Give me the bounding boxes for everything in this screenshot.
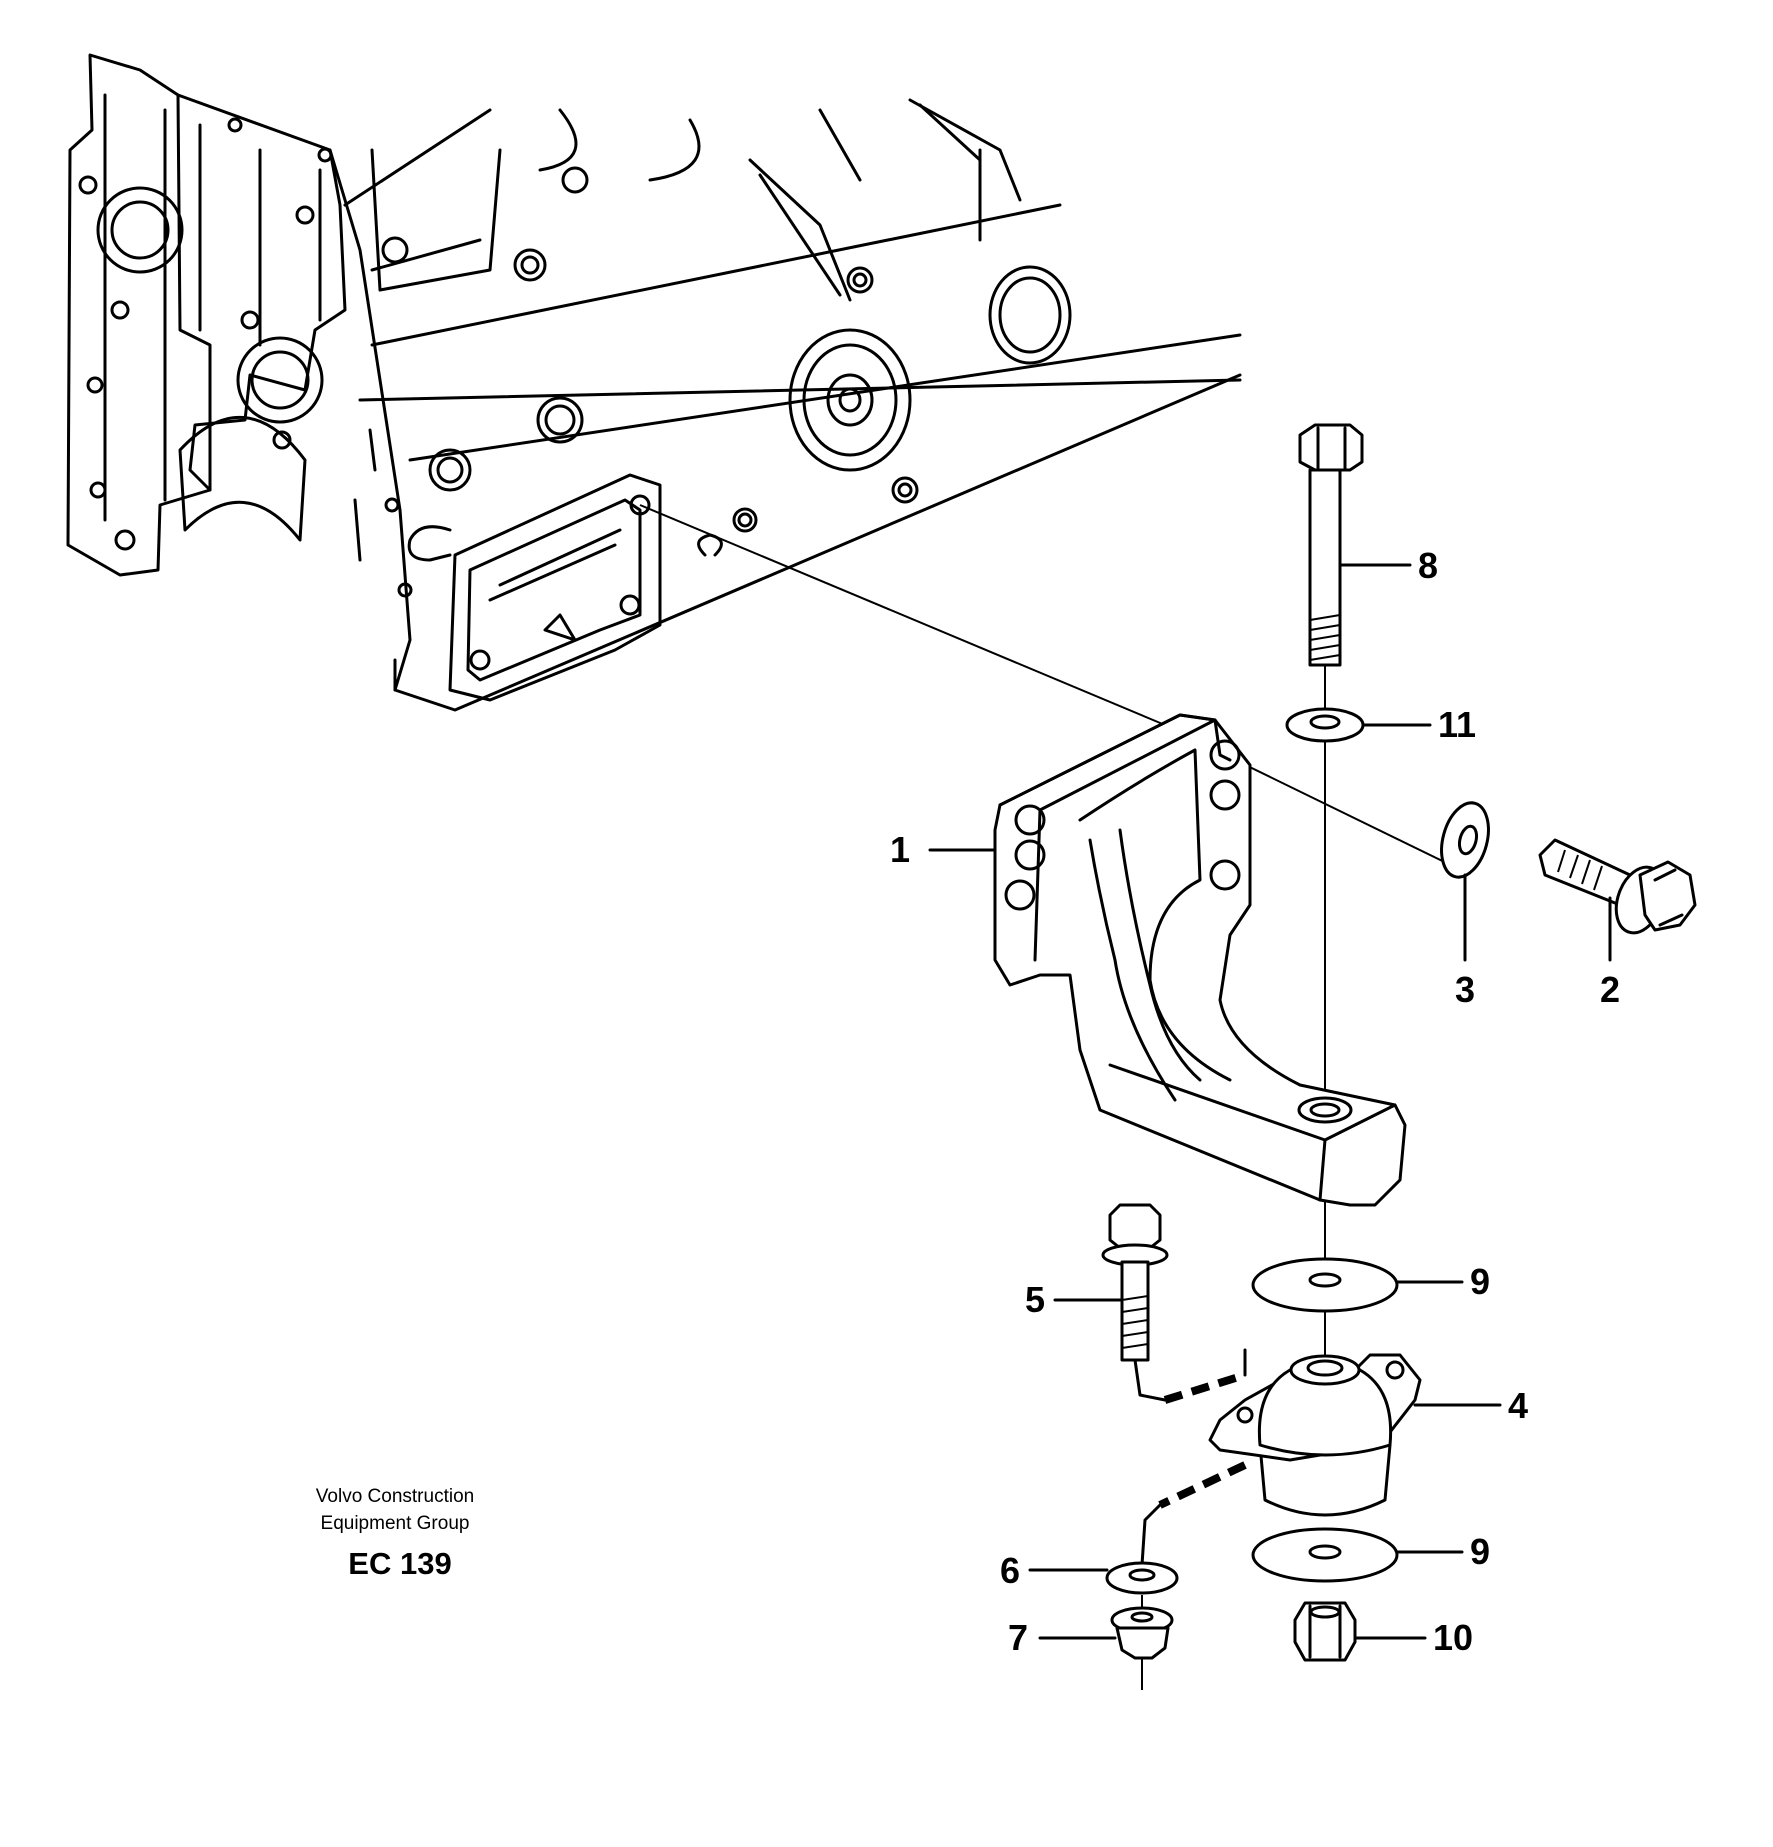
rubber-mount: [1208, 1353, 1422, 1517]
callout-9-lower: 9: [1470, 1531, 1490, 1572]
callout-4: 4: [1508, 1385, 1528, 1426]
callout-10: 10: [1433, 1617, 1473, 1658]
small-flange-bolt: [1101, 1203, 1169, 1362]
engine-mount-bracket: [993, 713, 1407, 1207]
callout-labels: 1 2 3 4 5 6 7 8 9 9 10 11: [890, 545, 1620, 1658]
washer: [1440, 801, 1490, 879]
callout-11: 11: [1438, 704, 1476, 745]
callout-9-upper: 9: [1470, 1261, 1490, 1302]
caption-line-2: Equipment Group: [321, 1513, 470, 1534]
figure-code: EC 139: [348, 1546, 451, 1581]
callout-leaders: [928, 563, 1612, 1640]
callout-3: 3: [1455, 969, 1475, 1010]
callout-5: 5: [1025, 1279, 1045, 1320]
flange-bolt: [1538, 838, 1697, 935]
callout-6: 6: [1000, 1550, 1020, 1591]
washer-small: [1285, 707, 1365, 743]
flange-nut: [1110, 1606, 1174, 1660]
callout-1: 1: [890, 829, 910, 870]
callout-7: 7: [1008, 1617, 1028, 1658]
large-washer-upper: [1251, 1257, 1399, 1313]
callout-8: 8: [1418, 545, 1438, 586]
callout-2: 2: [1600, 969, 1620, 1010]
publisher-caption: Volvo Construction Equipment Group EC 13…: [316, 1486, 474, 1581]
caption-line-1: Volvo Construction: [316, 1486, 474, 1507]
hex-nut: [1293, 1601, 1357, 1662]
engine-block: [66, 53, 1242, 712]
washer-small-lower: [1105, 1561, 1179, 1595]
long-bolt: [1298, 423, 1364, 667]
large-washer-lower: [1251, 1527, 1399, 1583]
